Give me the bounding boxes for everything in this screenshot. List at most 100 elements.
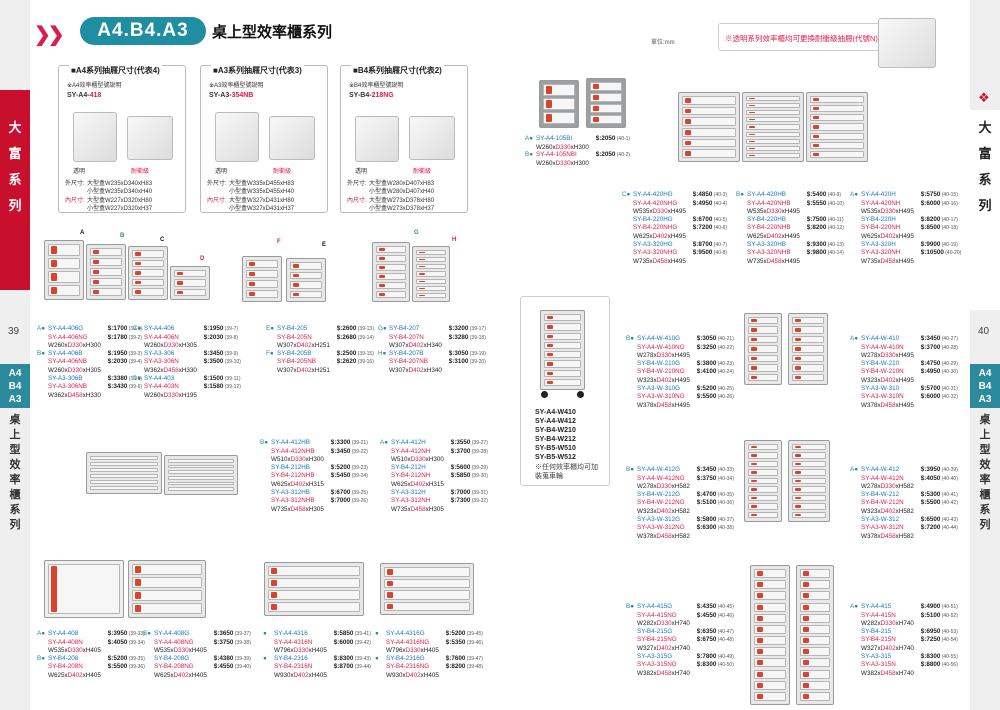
label-h: H xyxy=(452,237,457,243)
cart-model: SY-B5-W512 xyxy=(535,454,576,461)
price-group: B●SY-A4-420HB $:5400 (40-9)SY-A4-420NHB … xyxy=(736,191,844,265)
spec-code-suffix: 418 xyxy=(89,92,102,99)
inner-label: 內尺寸: xyxy=(347,198,367,204)
dimension-line: W278xD330xH495 xyxy=(637,352,690,360)
spec-box-b4: ■B4系列抽屜尺寸(代表2) ※B4效率櫃型號說明 SY-B4-218NG 透明… xyxy=(340,65,468,213)
price-line: SY-A3-320HB $:9300 (40-13) xyxy=(747,240,844,248)
price-line: ●SY-A4-4316G $:5200 (39-45) xyxy=(375,630,483,637)
price-line: SY-A3-W-310 $:5700 (40-31) xyxy=(861,384,958,392)
page-number: 39 xyxy=(8,326,20,337)
price-line: SY-A3-W-312 $:6500 (40-43) xyxy=(861,515,958,523)
price-line: B●SY-A4-406B $:1950 (39-3) xyxy=(37,349,143,357)
outer-label: 外尺寸: xyxy=(65,181,85,187)
dimension-line: W510xD330xH300 xyxy=(391,456,444,464)
cart-model: SY-B4-W210 xyxy=(535,427,576,434)
dimension-line: W625xD402xH405 xyxy=(48,671,101,679)
price-line: SY-A4-415NG $:4550 (40-46) xyxy=(637,611,734,619)
label-b: B xyxy=(120,233,125,239)
cabinet-image xyxy=(286,258,326,302)
price-line: SY-A4-415N $:5100 (40-52) xyxy=(861,611,958,619)
dimension-line: W307xD402xH340 xyxy=(389,366,442,374)
spec-box-a3: ■A3系列抽屜尺寸(代表3) ※A3效率櫃型號說明 SY-A3-354NB 透明… xyxy=(200,65,328,213)
price-line: A●SY-A4-415 $:4900 (40-51) xyxy=(850,603,958,610)
price-line: SY-A4-406NG $:1780 (39-2) xyxy=(48,333,143,341)
price-line: SY-A3-312NHB $:7000 (39-26) xyxy=(271,497,368,505)
price-line: SY-B4-220HG $:6700 (40-5) xyxy=(633,215,728,223)
price-line: SY-A3-320NHG $:9500 (40-8) xyxy=(633,249,728,257)
spec-title: ■A4系列抽屜尺寸(代表4) xyxy=(69,65,162,76)
wheel-icon xyxy=(541,391,548,398)
outer-size: 小型盒W235xD340xH40 xyxy=(87,189,153,195)
price-line: SY-A3-306B $:3380 (39-5) xyxy=(48,374,143,382)
price-line: SY-B4-212HB $:5200 (39-23) xyxy=(271,463,368,471)
price-group: ●SY-A4-4316 $:5850 (39-41)SY-A4-4316N $:… xyxy=(263,630,371,680)
cabinet-image xyxy=(788,440,830,522)
price-line: SY-B4-212NHB $:5450 (39-24) xyxy=(271,472,368,480)
price-line: B●SY-A4-415G $:4350 (40-45) xyxy=(626,603,734,610)
dimension-line: W535xD330xH405 xyxy=(154,647,207,655)
inner-size: 大型盒W227xD320xH80 xyxy=(87,198,153,204)
price-line: SY-A3-312NH $:7300 (39-32) xyxy=(391,497,488,505)
dimension-line: W260xD330xH300 xyxy=(536,159,589,167)
cabinet-image xyxy=(796,565,834,705)
cabinet-image xyxy=(586,78,626,128)
brand-char: 大 xyxy=(978,121,992,136)
price-line: SY-A3-W-310G $:5200 (40-25) xyxy=(637,384,734,392)
impact-drawer-image xyxy=(127,116,173,160)
outer-size: 大型盒W280xD407xH83 xyxy=(369,181,435,187)
logo-icon: ❖ xyxy=(978,90,990,105)
price-group: A●SY-A4-406G $:1700 (39-1)SY-A4-406NG $:… xyxy=(37,325,142,399)
dimension-line: W535xD330xH495 xyxy=(861,208,914,216)
price-line: SY-A3-315 $:8300 (40-55) xyxy=(861,652,958,660)
dimension-line: W323xD402xH582 xyxy=(637,507,690,515)
price-line: B●SY-A4-412HB $:3300 (39-21) xyxy=(260,439,368,446)
label-a: A xyxy=(80,230,85,236)
cabinet-image xyxy=(806,92,868,162)
price-line: SY-A4-4316N $:6000 (39-42) xyxy=(274,638,371,646)
price-line: SY-A4-W-412N $:4050 (40-40) xyxy=(861,474,958,482)
brand-char: 列 xyxy=(978,199,992,214)
dimension-line: W282xD330xH740 xyxy=(861,620,914,628)
price-line: SY-B4-212NH $:5850 (39-30) xyxy=(391,472,488,480)
price-line: SY-A4-4316NG $:5350 (39-46) xyxy=(386,638,483,646)
dimension-line: W735xD458xH495 xyxy=(633,257,686,265)
impact-label: 耐衝級 xyxy=(273,169,292,175)
inner-label: 內尺寸: xyxy=(65,198,85,204)
impact-drawer-image xyxy=(409,116,455,160)
cabinet-image xyxy=(86,452,162,494)
outer-label: 外尺寸: xyxy=(207,181,227,187)
price-line: A●SY-A4-W-410 $:3450 (40-27) xyxy=(850,335,958,342)
price-line: SY-B4-W-212G $:4700 (40-35) xyxy=(637,490,734,498)
dimension-line: W735xD458xH495 xyxy=(747,257,800,265)
dimension-line: W735xD458xH495 xyxy=(861,257,914,265)
price-line: SY-B4-W-212 $:5300 (40-41) xyxy=(861,490,958,498)
price-line: SY-B4-215N $:7250 (40-54) xyxy=(861,636,958,644)
price-line: SY-B4-207N $:3280 (39-18) xyxy=(389,333,486,341)
impact-label: 耐衝級 xyxy=(131,169,150,175)
price-line: SY-A3-306N $:3500 (39-10) xyxy=(144,358,241,366)
price-line: A●SY-A4-W-412 $:3950 (40-39) xyxy=(850,466,958,473)
price-line: ●SY-B4-2316 $:8300 (39-43) xyxy=(263,654,371,662)
price-line: H●SY-B4-207B $:3050 (39-19) xyxy=(378,349,486,357)
impact-drawer-image xyxy=(269,116,315,160)
dimension-line: W378xD458xH582 xyxy=(637,532,690,540)
price-group: B●SY-A4-408G $:3650 (39-37)SY-A4-408NG $… xyxy=(143,630,251,680)
dimension-line: W930xD402xH405 xyxy=(274,671,327,679)
price-line: SY-A3-W-312N $:7200 (40-44) xyxy=(861,524,958,532)
price-line: SY-A3-320HG $:8700 (40-7) xyxy=(633,240,728,248)
cart-box xyxy=(520,296,610,486)
price-line: SY-A3-315G $:7800 (40-49) xyxy=(637,652,734,660)
dimension-line: W327xD402xH740 xyxy=(637,644,690,652)
dimension-line: W625xD402xH495 xyxy=(747,232,800,240)
cabinet-image xyxy=(788,313,828,385)
page-number: 40 xyxy=(978,326,990,337)
price-line: SY-A3-320NH $:10500 (40-20) xyxy=(861,249,962,257)
cabinet-image xyxy=(412,246,450,302)
dimension-line: W535xD330xH495 xyxy=(633,208,686,216)
series-tag: A4 B4 A3 xyxy=(0,364,30,408)
brand-char: 富 xyxy=(8,147,22,162)
price-line: SY-B4-W-210N $:4950 (40-30) xyxy=(861,368,958,376)
price-line: SY-A3-W-312NG $:6300 (40-38) xyxy=(637,524,734,532)
cabinet-image xyxy=(539,80,579,128)
dimension-line: W625xD402xH405 xyxy=(154,671,207,679)
